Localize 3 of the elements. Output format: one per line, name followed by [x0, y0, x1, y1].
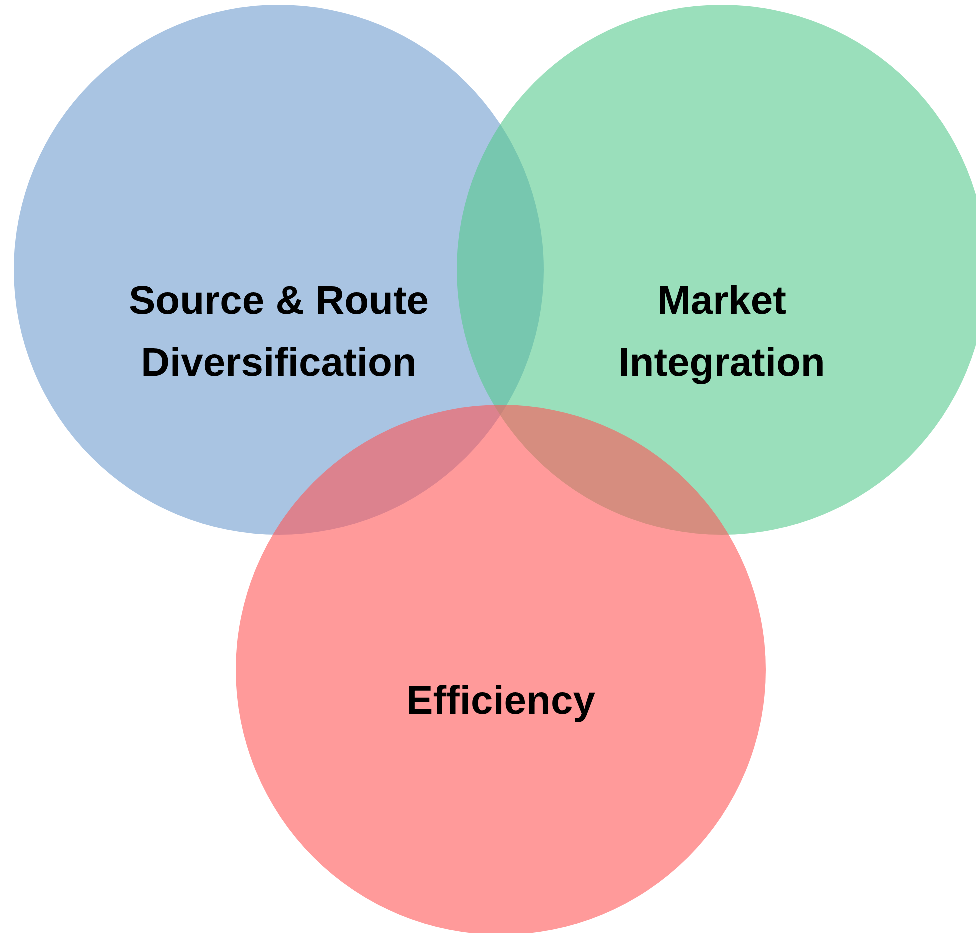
- circle-label: Efficiency: [406, 678, 596, 725]
- circle-label: Source & Route Diversification: [128, 278, 430, 387]
- circle-label: Market Integration: [618, 278, 826, 387]
